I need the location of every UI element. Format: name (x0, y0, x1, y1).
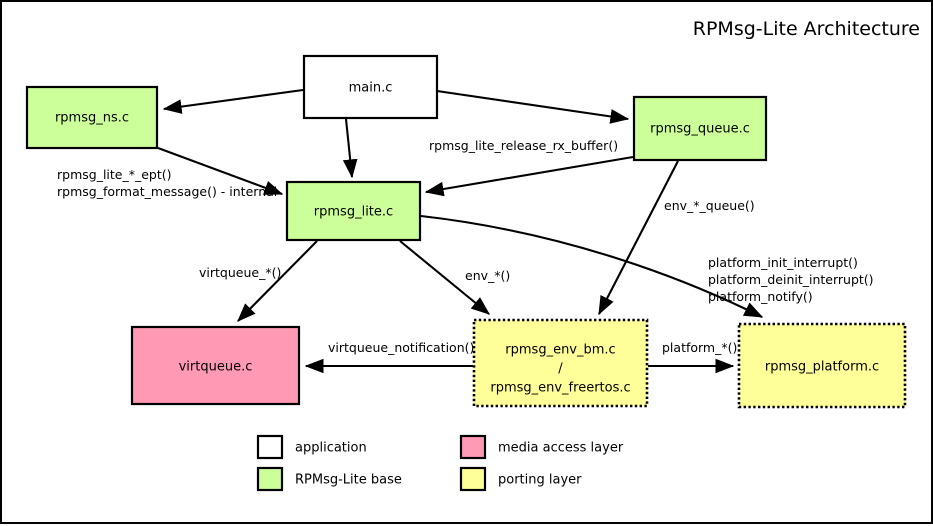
node-rpmsg-platform-c-box (737, 322, 907, 409)
node-rpmsg-env-label-line3: rpmsg_env_freertos.c (490, 381, 630, 396)
legend-label-rpmsg-lite-base: RPMsg-Lite base (295, 473, 402, 488)
edge-label-rpmsg-ns-to-rpmsg-lite-line1: rpmsg_lite_*_ept() (57, 167, 172, 182)
page-title: RPMsg-Lite Architecture (693, 18, 920, 40)
node-rpmsg-queue-c[interactable]: rpmsg_queue.c (632, 95, 768, 162)
legend-label-application: application (295, 441, 367, 456)
node-rpmsg-platform-c[interactable]: rpmsg_platform.c (737, 322, 907, 409)
legend-swatch-application (256, 434, 284, 460)
legend-item-application: application (256, 434, 367, 460)
edge-label-rpmsg-lite-to-rpmsg-platform-line1: platform_init_interrupt() (708, 255, 858, 270)
node-rpmsg-env-label-line1: rpmsg_env_bm.c (505, 343, 615, 358)
node-main-c-box (302, 54, 439, 120)
edge-main-to-rpmsg-ns (162, 88, 304, 114)
edge-rpmsg-lite-to-rpmsg-platform (420, 214, 764, 318)
edge-label-rpmsg-lite-to-virtqueue: virtqueue_*() (199, 265, 281, 280)
node-rpmsg-ns-c-label: rpmsg_ns.c (55, 111, 129, 126)
node-rpmsg-ns-c[interactable]: rpmsg_ns.c (25, 85, 159, 150)
edge-main-to-rpmsg-queue (436, 89, 630, 124)
edge-label-rpmsg-queue-to-rpmsg-lite: rpmsg_lite_release_rx_buffer() (429, 138, 618, 153)
node-rpmsg-queue-c-label: rpmsg_queue.c (650, 122, 750, 137)
node-rpmsg-queue-c-box (632, 95, 768, 162)
node-rpmsg-env[interactable]: rpmsg_env_bm.c / rpmsg_env_freertos.c (472, 318, 649, 408)
edge-label-rpmsg-env-to-virtqueue: virtqueue_notification() (328, 340, 474, 355)
edge-label-rpmsg-lite-to-rpmsg-platform-line2: platform_deinit_interrupt() (708, 272, 874, 287)
edge-label-rpmsg-lite-to-rpmsg-env: env_*() (465, 268, 510, 283)
edge-rpmsg-lite-to-rpmsg-env (399, 240, 490, 315)
node-rpmsg-env-label-line2: / (558, 362, 563, 377)
node-virtqueue-c[interactable]: virtqueue.c (130, 325, 301, 406)
node-main-c[interactable]: main.c (302, 54, 439, 120)
node-rpmsg-lite-c-label: rpmsg_lite.c (314, 205, 393, 220)
edge-main-to-rpmsg-lite (342, 118, 358, 179)
edge-label-rpmsg-lite-to-rpmsg-platform-line3: platform_notify() (708, 289, 813, 304)
node-virtqueue-c-label: virtqueue.c (179, 360, 253, 375)
legend-label-media-access-layer: media access layer (498, 441, 624, 456)
node-rpmsg-ns-c-box (25, 85, 159, 150)
legend-swatch-porting-layer (459, 466, 487, 492)
legend-swatch-rpmsg-lite-base (256, 466, 284, 492)
edge-label-rpmsg-ns-to-rpmsg-lite-line2: rpmsg_format_message() - internal (57, 184, 277, 199)
edge-rpmsg-ns-to-rpmsg-lite (157, 147, 284, 195)
legend-label-porting-layer: porting layer (498, 473, 582, 488)
edge-rpmsg-lite-to-virtqueue (237, 240, 318, 322)
node-rpmsg-lite-c-box (285, 180, 422, 242)
legend-item-media-access-layer: media access layer (459, 434, 624, 460)
edge-label-rpmsg-env-to-rpmsg-platform: platform_*() (662, 340, 737, 355)
edge-label-rpmsg-queue-to-rpmsg-env: env_*_queue() (664, 198, 755, 213)
node-virtqueue-c-box (130, 325, 301, 406)
node-main-c-label: main.c (349, 81, 393, 96)
node-rpmsg-lite-c[interactable]: rpmsg_lite.c (285, 180, 422, 242)
edge-rpmsg-queue-to-rpmsg-lite (424, 155, 634, 197)
edge-rpmsg-queue-to-rpmsg-env (598, 160, 679, 316)
legend-swatch-media-access-layer (459, 434, 487, 460)
node-rpmsg-platform-c-label: rpmsg_platform.c (765, 360, 879, 375)
legend-item-porting-layer: porting layer (459, 466, 582, 492)
legend-item-rpmsg-lite-base: RPMsg-Lite base (256, 466, 402, 492)
legend: application RPMsg-Lite base media access… (256, 434, 624, 492)
node-rpmsg-env-box (472, 318, 649, 408)
